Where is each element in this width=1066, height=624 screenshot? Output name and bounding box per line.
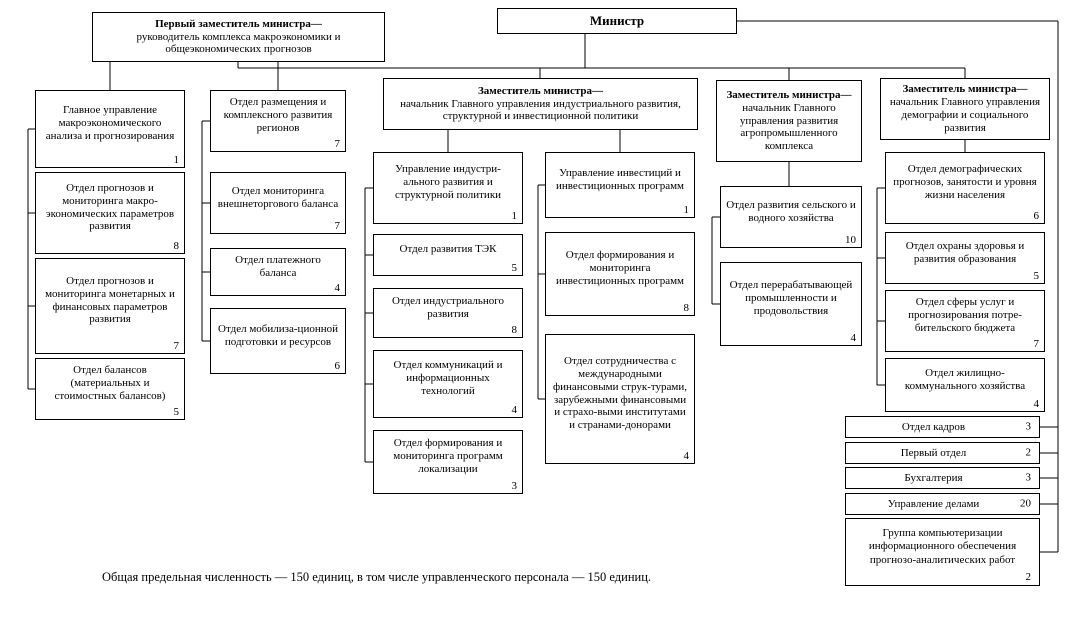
- staff-count: 4: [1033, 398, 1040, 410]
- unit-label: Управление делами: [887, 498, 980, 510]
- unit-label: Управление инвестиций и инвестиционных п…: [555, 166, 685, 192]
- staff-count: 1: [683, 204, 690, 216]
- unit-box: Группа компьютеризации информационного о…: [845, 518, 1040, 586]
- unit-label: Бухгалтерия: [904, 472, 963, 484]
- deputy-title: Заместитель министра—: [477, 84, 603, 97]
- unit-label: Главное управление макроэкономического а…: [45, 104, 175, 142]
- staff-count: 3: [1025, 471, 1032, 484]
- deputy-subtitle: руководитель комплекса макроэкономики и …: [136, 30, 341, 56]
- unit-label: Отдел перерабатывающей промышленности и …: [729, 279, 853, 317]
- staff-count: 7: [334, 220, 341, 232]
- staff-count: 3: [1025, 420, 1032, 433]
- unit-box: Отдел индустриального развития 8: [373, 288, 523, 338]
- staff-count: 6: [334, 360, 341, 372]
- unit-label: Отдел жилищно-коммунального хозяйства: [904, 366, 1026, 392]
- unit-label: Отдел демографических прогнозов, занятос…: [893, 163, 1037, 201]
- unit-label: Управление индустри-ального развития и с…: [394, 163, 502, 201]
- unit-label: Отдел прогнозов и мониторинга монетарных…: [45, 274, 175, 326]
- box-minister: Министр: [497, 8, 737, 34]
- staff-count: 7: [173, 340, 180, 352]
- unit-box: Управление делами 20: [845, 493, 1040, 515]
- staff-count: 2: [1025, 571, 1032, 583]
- unit-label: Первый отдел: [900, 447, 967, 459]
- unit-box: Главное управление макроэкономического а…: [35, 90, 185, 168]
- staff-count: 6: [1033, 210, 1040, 222]
- deputy-subtitle: начальник Главного управления развития а…: [739, 101, 839, 153]
- unit-box: Отдел жилищно-коммунального хозяйства 4: [885, 358, 1045, 412]
- unit-box: Отдел перерабатывающей промышленности и …: [720, 262, 862, 346]
- unit-label: Отдел сотрудничества с международными фи…: [552, 354, 688, 432]
- staff-count: 5: [1033, 270, 1040, 282]
- staff-count: 8: [683, 302, 690, 314]
- unit-label: Отдел индустриального развития: [391, 294, 504, 320]
- footer-note: Общая предельная численность — 150 едини…: [102, 570, 652, 584]
- unit-label: Отдел мониторинга внешнеторгового баланс…: [217, 184, 339, 210]
- box-deputy-demography: Заместитель министра— начальник Главного…: [880, 78, 1050, 140]
- box-first-deputy: Первый заместитель министра— руководител…: [92, 12, 385, 62]
- unit-box: Отдел формирования и мониторинга инвести…: [545, 232, 695, 316]
- unit-label: Отдел кадров: [901, 421, 966, 433]
- unit-box: Управление инвестиций и инвестиционных п…: [545, 152, 695, 218]
- staff-count: 4: [511, 404, 518, 416]
- staff-count: 4: [683, 450, 690, 462]
- unit-box: Отдел развития ТЭК 5: [373, 234, 523, 276]
- unit-label: Отдел балансов (материальных и стоимостн…: [54, 364, 166, 402]
- deputy-title: Первый заместитель министра—: [155, 17, 322, 30]
- deputy-subtitle: начальник Главного управления индустриал…: [400, 97, 681, 123]
- staff-count: 7: [1033, 338, 1040, 350]
- staff-count: 8: [511, 324, 518, 336]
- deputy-title: Заместитель министра—: [902, 83, 1028, 96]
- unit-box: Первый отдел 2: [845, 442, 1040, 464]
- unit-label: Отдел мобилиза-ционной подготовки и ресу…: [218, 322, 338, 348]
- unit-box: Отдел кадров 3: [845, 416, 1040, 438]
- unit-label: Отдел формирования и мониторинга програм…: [393, 437, 503, 475]
- unit-box: Отдел развития сельского и водного хозяй…: [720, 186, 862, 248]
- box-deputy-agro: Заместитель министра— начальник Главного…: [716, 80, 862, 162]
- unit-label: Отдел платежного баланса: [235, 253, 321, 279]
- staff-count: 10: [845, 234, 856, 246]
- unit-label: Отдел охраны здоровья и развития образов…: [905, 239, 1025, 265]
- unit-box: Отдел сотрудничества с международными фи…: [545, 334, 695, 464]
- staff-count: 5: [511, 262, 518, 274]
- staff-count: 7: [334, 138, 341, 150]
- deputy-title: Заместитель министра—: [726, 88, 852, 101]
- staff-count: 4: [334, 282, 341, 294]
- unit-box: Отдел охраны здоровья и развития образов…: [885, 232, 1045, 284]
- unit-box: Отдел мониторинга внешнеторгового баланс…: [210, 172, 346, 234]
- unit-box: Отдел мобилиза-ционной подготовки и ресу…: [210, 308, 346, 374]
- unit-box: Отдел формирования и мониторинга програм…: [373, 430, 523, 494]
- unit-box: Отдел коммуникаций и информационных техн…: [373, 350, 523, 418]
- staff-count: 2: [1025, 446, 1032, 459]
- unit-box: Бухгалтерия 3: [845, 467, 1040, 489]
- minister-title: Министр: [589, 13, 645, 29]
- staff-count: 1: [173, 154, 180, 166]
- unit-label: Отдел прогнозов и мониторинга макро-экон…: [45, 181, 175, 233]
- unit-box: Отдел прогнозов и мониторинга макро-экон…: [35, 172, 185, 254]
- unit-box: Отдел платежного баланса 4: [210, 248, 346, 296]
- unit-label: Отдел развития ТЭК: [399, 243, 497, 256]
- box-deputy-industrial: Заместитель министра— начальник Главного…: [383, 78, 698, 130]
- unit-box: Отдел размещения и комплексного развития…: [210, 90, 346, 152]
- staff-count: 3: [511, 480, 518, 492]
- unit-label: Отдел сферы услуг и прогнозирования потр…: [908, 296, 1022, 334]
- staff-count: 5: [173, 406, 180, 418]
- unit-box: Отдел демографических прогнозов, занятос…: [885, 152, 1045, 224]
- staff-count: 1: [511, 210, 518, 222]
- unit-box: Отдел сферы услуг и прогнозирования потр…: [885, 290, 1045, 352]
- unit-box: Управление индустри-ального развития и с…: [373, 152, 523, 224]
- unit-label: Отдел размещения и комплексного развития…: [223, 96, 333, 134]
- unit-label: Группа компьютеризации информационного о…: [868, 527, 1017, 566]
- staff-count: 8: [173, 240, 180, 252]
- unit-label: Отдел развития сельского и водного хозяй…: [726, 198, 856, 224]
- unit-box: Отдел прогнозов и мониторинга монетарных…: [35, 258, 185, 354]
- unit-label: Отдел формирования и мониторинга инвести…: [555, 249, 685, 287]
- deputy-subtitle: начальник Главного управления демографии…: [889, 96, 1041, 134]
- staff-count: 20: [1020, 497, 1031, 510]
- unit-box: Отдел балансов (материальных и стоимостн…: [35, 358, 185, 420]
- unit-label: Отдел коммуникаций и информационных техн…: [393, 359, 503, 397]
- staff-count: 4: [850, 332, 857, 344]
